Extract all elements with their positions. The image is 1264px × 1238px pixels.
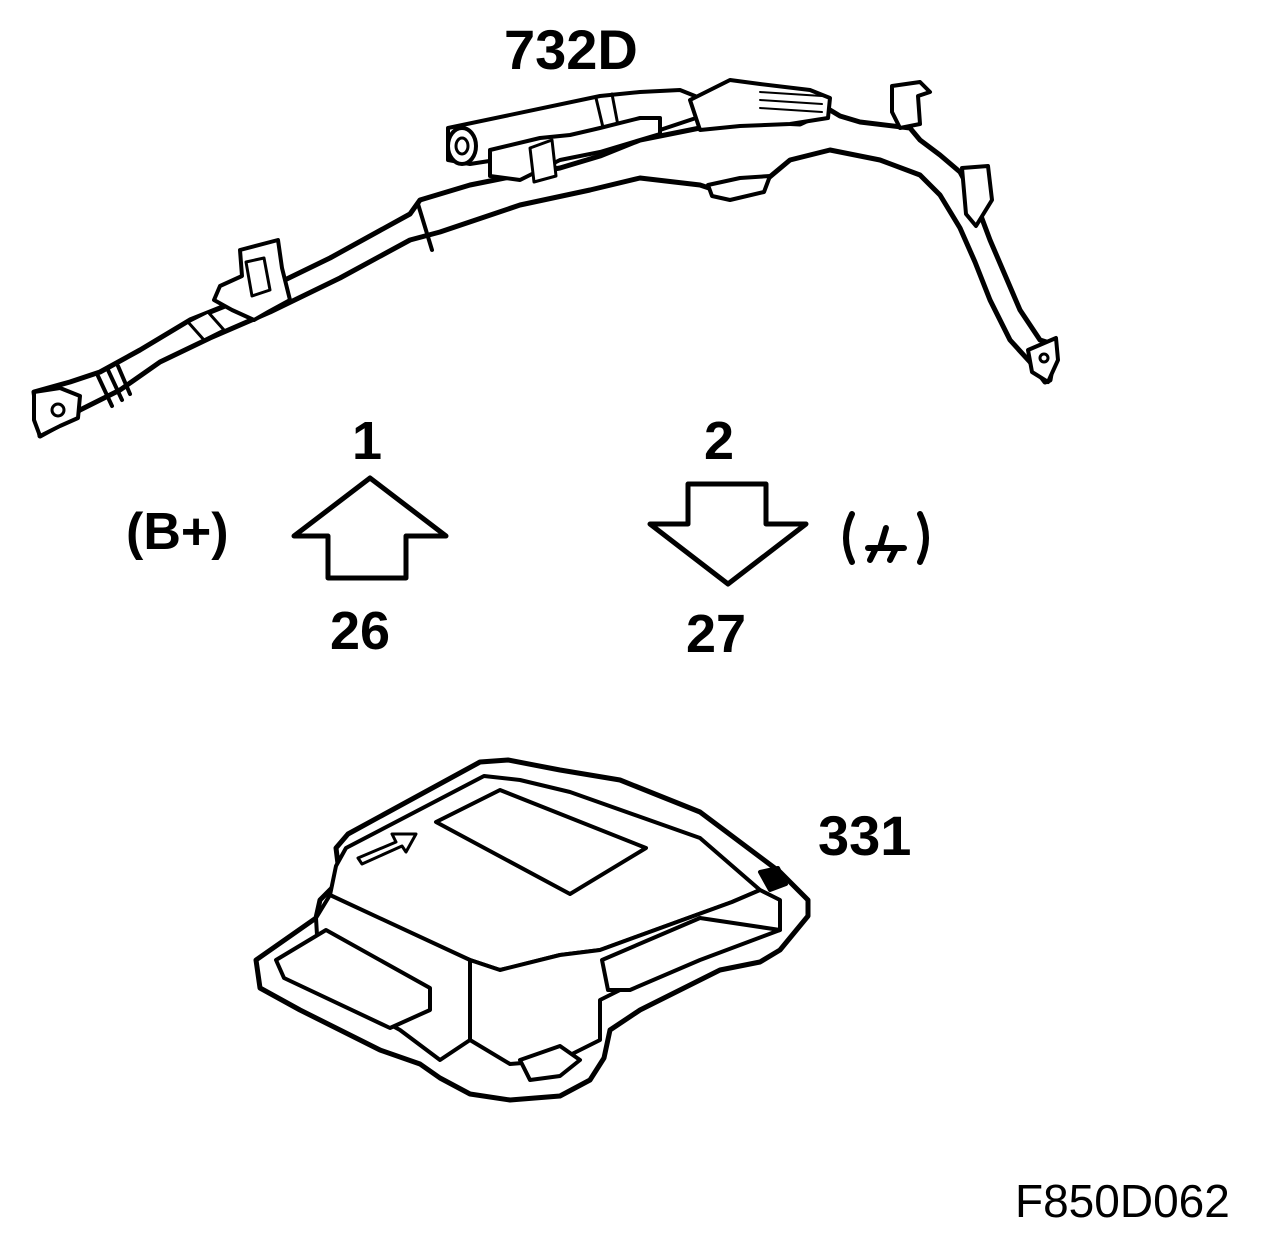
pin-1-label: 1: [352, 411, 383, 471]
airbag-part-label: 732D: [504, 18, 638, 81]
airbag-control-module-331: [253, 757, 811, 1103]
pin-26-label: 26: [330, 601, 391, 661]
arrow-up-icon: [291, 475, 449, 581]
curtain-airbag-732d: [31, 78, 1060, 439]
pin-27-label: 27: [686, 604, 747, 664]
supply-label: (B+): [126, 503, 229, 561]
arrow-down-icon: [647, 481, 809, 587]
ground-icon: [843, 511, 929, 565]
figure-code-label: F850D062: [1015, 1175, 1230, 1227]
control-module-label: 331: [818, 804, 912, 867]
pin-2-label: 2: [704, 411, 735, 471]
